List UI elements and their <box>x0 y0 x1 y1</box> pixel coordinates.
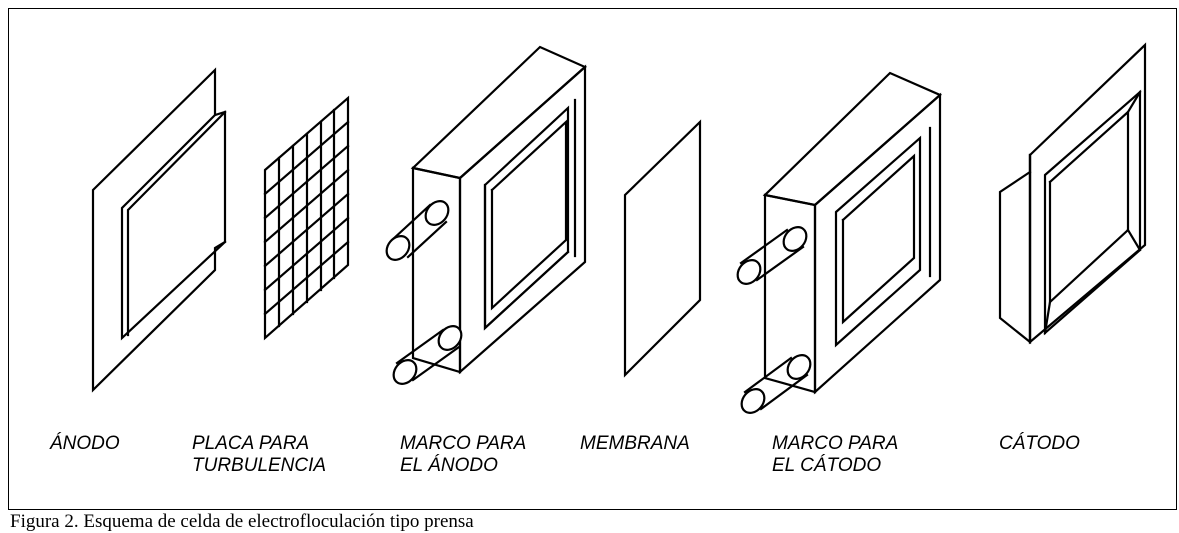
label-anode: ÁNODO <box>50 433 120 454</box>
anode-plate <box>91 67 227 393</box>
label-cathode-frame-line1: MARCO PARA <box>772 433 899 454</box>
cathode-frame <box>736 71 943 414</box>
label-turbulence-line2: TURBULENCIA <box>192 455 327 476</box>
electroflocculation-cell-diagram <box>91 42 1147 414</box>
figure-border <box>8 8 1177 510</box>
label-anode-frame-line2: EL ÁNODO <box>400 455 498 476</box>
label-membrane: MEMBRANA <box>580 433 690 454</box>
cathode-plate <box>998 42 1147 345</box>
figure-caption: Figura 2. Esquema de celda de electroflo… <box>10 511 474 532</box>
membrane-sheet <box>623 119 702 378</box>
label-cathode-frame-line2: EL CÁTODO <box>772 455 882 476</box>
label-turbulence-line1: PLACA PARA <box>192 433 310 454</box>
turbulence-grid <box>263 95 350 341</box>
anode-frame <box>385 45 588 385</box>
label-cathode: CÁTODO <box>999 433 1080 454</box>
label-anode-frame-line1: MARCO PARA <box>400 433 527 454</box>
